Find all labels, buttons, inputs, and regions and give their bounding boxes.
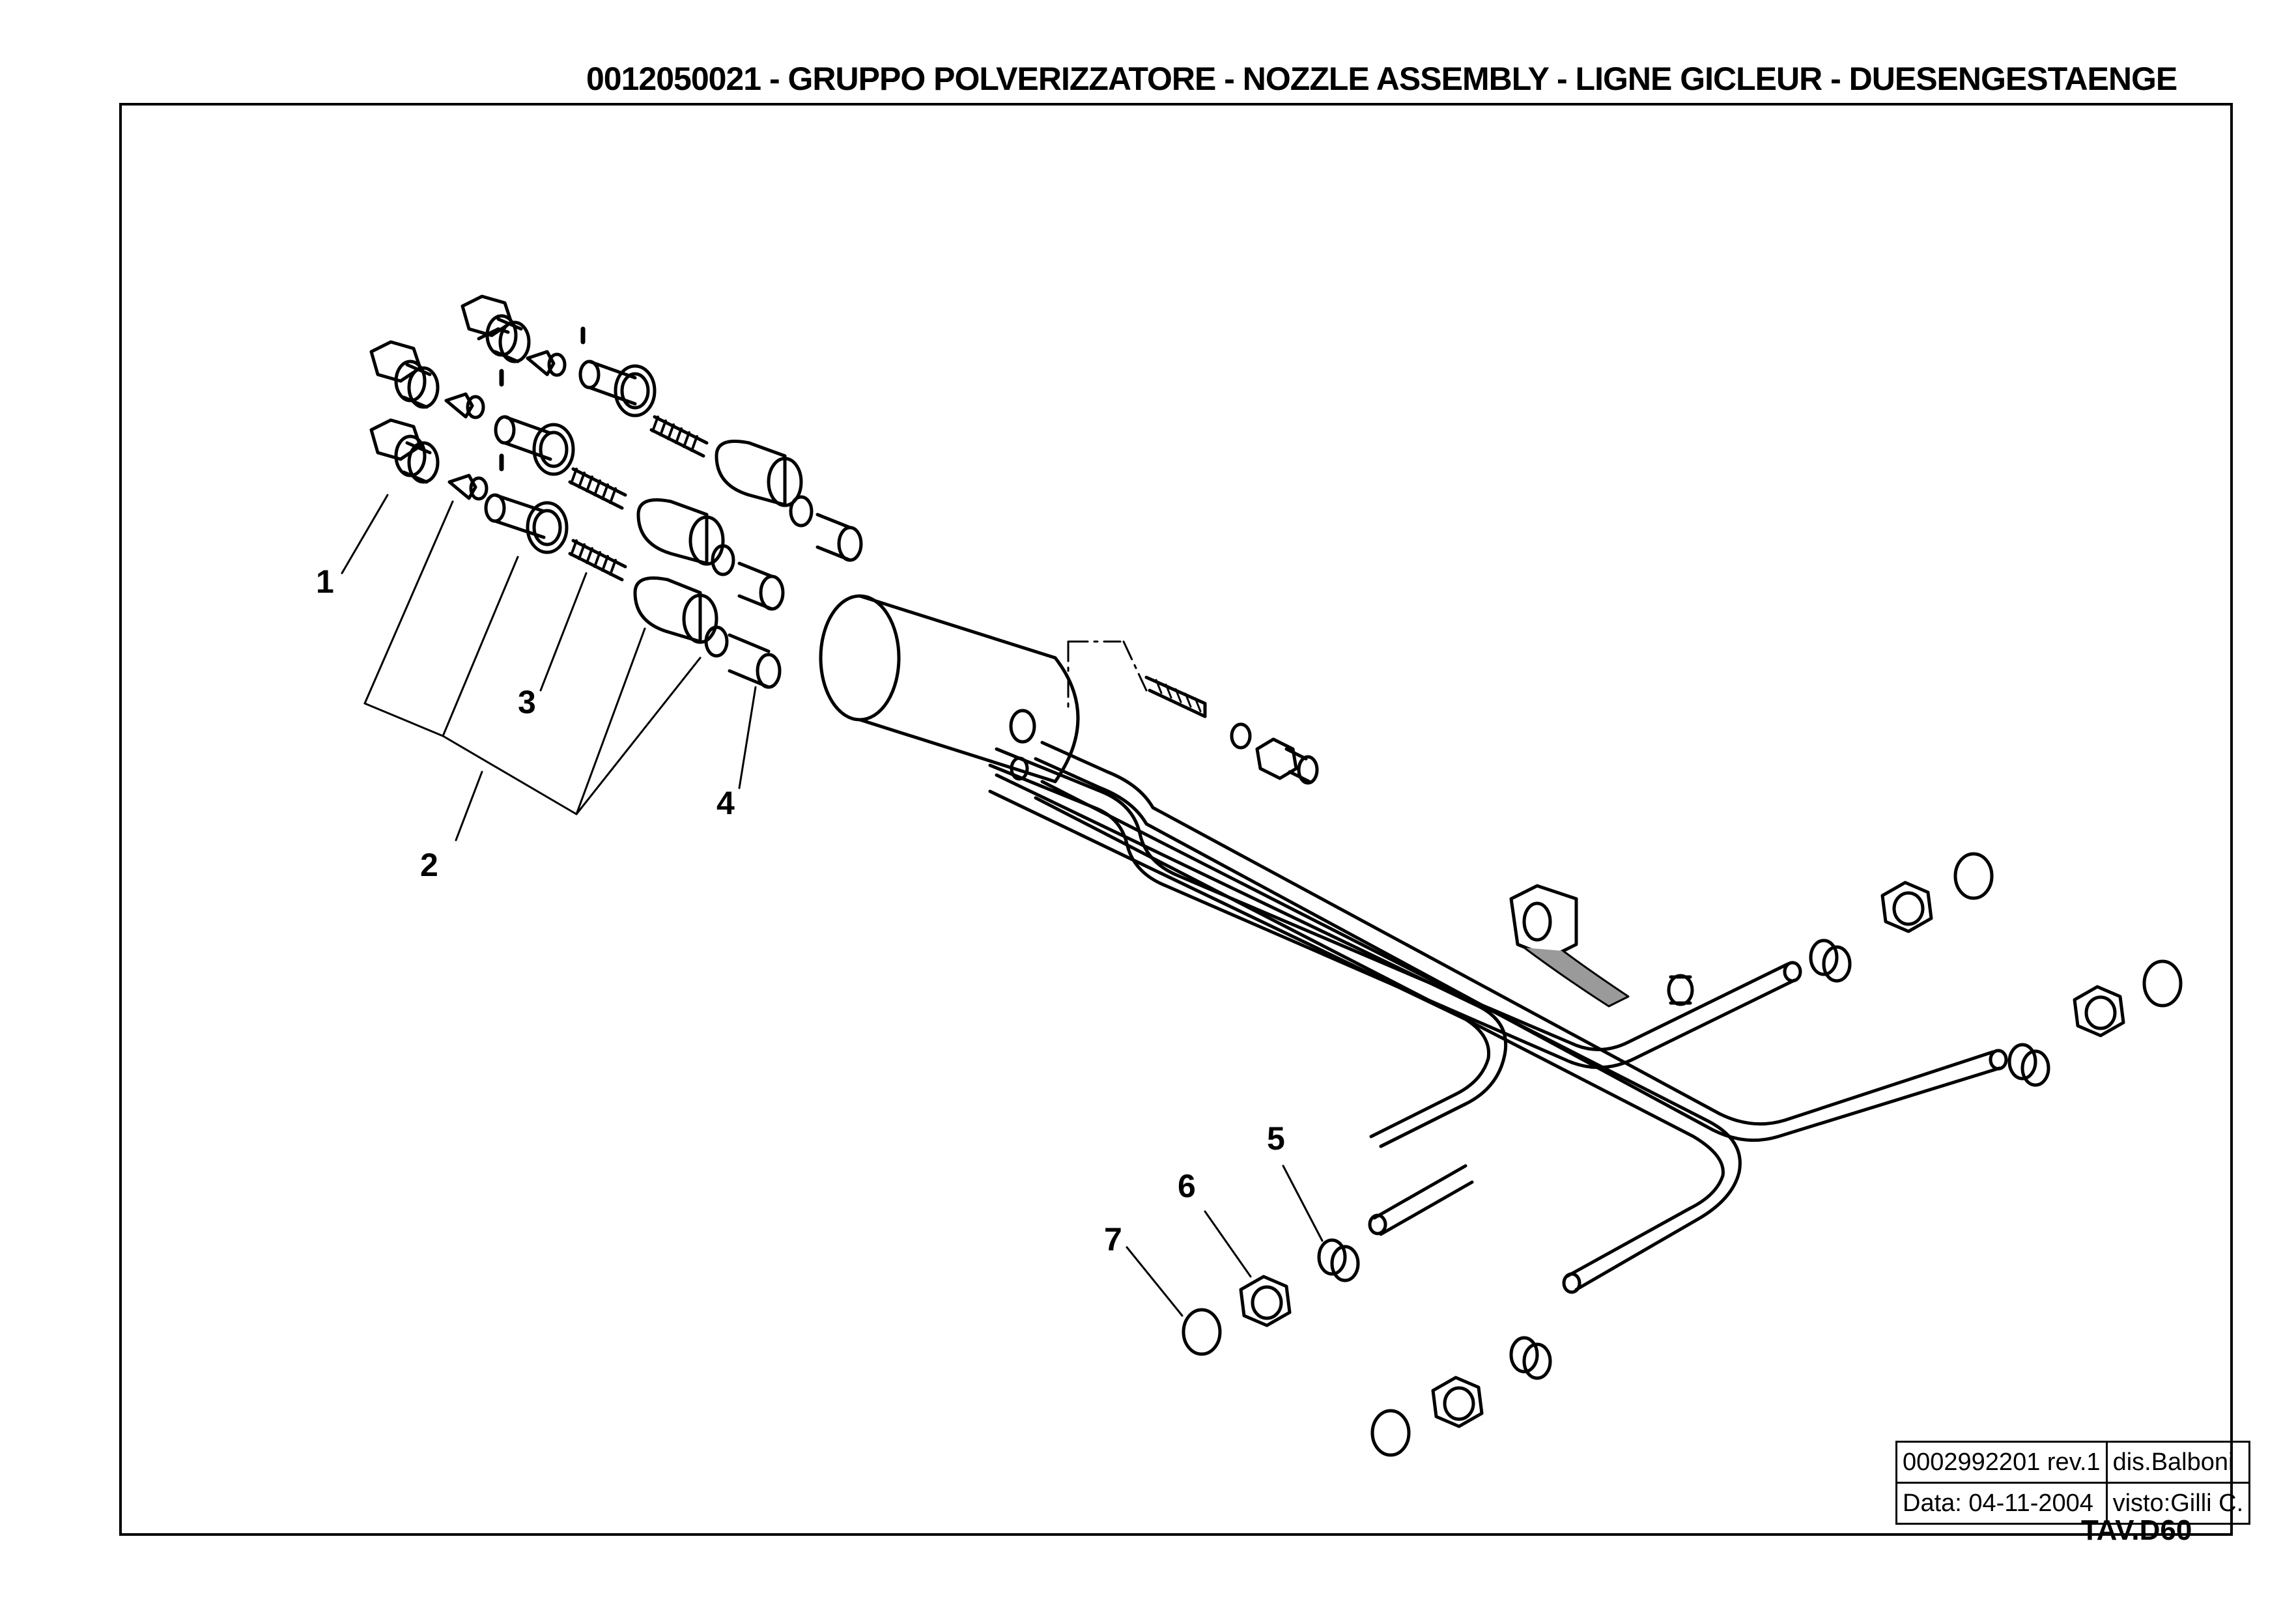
spring-row-c [568, 539, 627, 582]
sleeve-row-b [636, 498, 735, 576]
drawing-number: 0002992201 rev.1 [1895, 1441, 2108, 1484]
centerline [1067, 640, 1148, 711]
cap-row-b [737, 561, 785, 611]
holder-row-a [578, 360, 657, 417]
callout-3: 3 [518, 684, 536, 720]
needle-row-a [526, 350, 567, 377]
holder-row-b [494, 415, 575, 476]
grub-screw [1144, 675, 1207, 718]
cap-row-c [728, 633, 782, 689]
leader-lines [341, 494, 1324, 1317]
plug-row-c [369, 418, 440, 484]
needle-row-b [444, 392, 485, 419]
checked-by: visto:Gilli C. [2105, 1482, 2251, 1525]
bleed-screw [1255, 737, 1319, 785]
pipe-2 [1034, 741, 2008, 1142]
cap-right [2142, 959, 2183, 1008]
olive-ring-right [2007, 1043, 2050, 1087]
callout-7: 7 [1104, 1221, 1122, 1258]
nut-right [2073, 985, 2125, 1038]
nut-6 [1239, 1275, 1292, 1327]
nut-upper-right [1880, 881, 1933, 933]
pipe-4 [1034, 780, 1742, 1294]
drawing-frame [119, 103, 2233, 1536]
pipe-1 [988, 747, 1802, 1069]
nozzle-body-cylinder [819, 594, 1080, 784]
plug-row-a [461, 294, 531, 363]
pipe-end-left [1372, 1164, 1474, 1236]
sleeve-row-c [633, 576, 729, 658]
needle-row-c [447, 474, 489, 501]
cap-7 [1182, 1308, 1222, 1356]
cap-row-a [815, 513, 863, 562]
washer-small [1230, 722, 1252, 750]
callout-1: 1 [316, 563, 334, 600]
drawing-title: 0012050021 - GRUPPO POLVERIZZATORE - NOZ… [586, 61, 2177, 97]
pipe-3 [988, 773, 1508, 1236]
title-block: 0002992201 rev.1 dis.Balboni Data: 04-11… [1895, 1441, 2251, 1525]
olive-ring-5 [1317, 1238, 1360, 1282]
sleeve-row-a [715, 440, 814, 528]
olive-ring-upper-right [1809, 939, 1852, 983]
nut-bottom [1431, 1376, 1484, 1428]
plug-row-b [369, 340, 440, 409]
olive-ring-bottom [1509, 1336, 1552, 1380]
spring-row-a [649, 415, 709, 458]
callout-5: 5 [1267, 1120, 1285, 1157]
callout-2: 2 [420, 847, 438, 883]
hose-clip [1667, 974, 1694, 1006]
cap-upper-right [1953, 852, 1994, 900]
spring-row-b [568, 467, 627, 510]
callout-6: 6 [1178, 1168, 1196, 1204]
callout-4: 4 [716, 785, 735, 821]
cap-bottom [1370, 1409, 1411, 1457]
tape-roll [1509, 884, 1630, 1008]
drawn-by: dis.Balboni [2105, 1441, 2251, 1484]
holder-row-c [484, 493, 569, 554]
drawing-date: Data: 04-11-2004 [1895, 1482, 2108, 1525]
sheet-id: TAV.D60 [2081, 1514, 2192, 1546]
